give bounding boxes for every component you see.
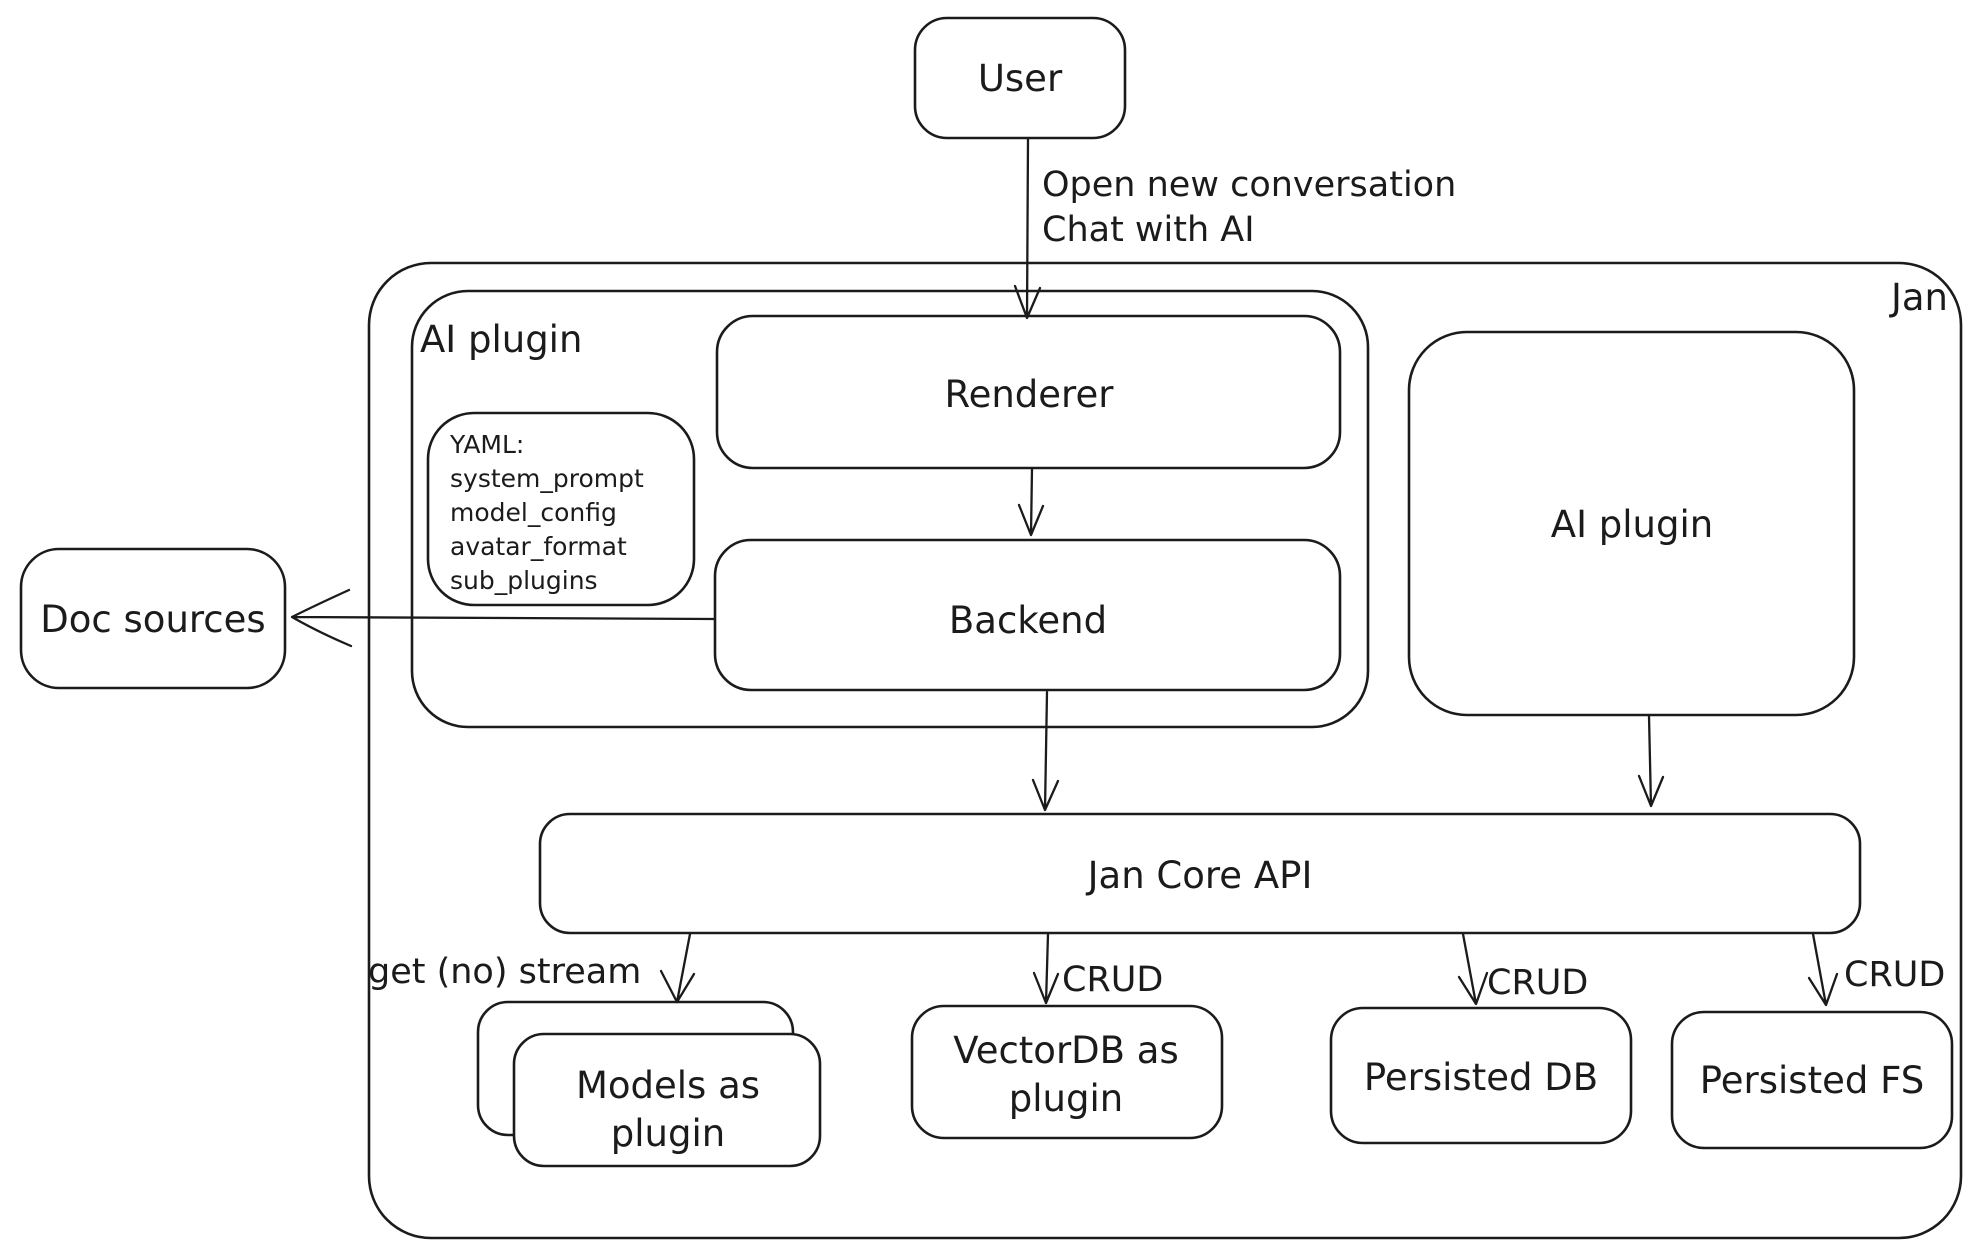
node-user: User [913, 16, 1127, 140]
node-vectordb-plugin: VectorDB as plugin [910, 1004, 1224, 1140]
edge-label-crud-vectordb: CRUD [1062, 960, 1163, 1000]
node-jan-core-api: Jan Core API [538, 812, 1862, 935]
jan-core-api-box [538, 812, 1862, 935]
models-plugin-box [512, 1032, 822, 1168]
node-persisted-db: Persisted DB [1329, 1006, 1633, 1145]
ai-plugin-right-box [1407, 330, 1856, 717]
node-persisted-fs: Persisted FS [1670, 1010, 1954, 1150]
arrow-core-api-to-persisted-db [1457, 932, 1489, 1006]
persisted-db-box [1329, 1006, 1633, 1145]
persisted-fs-label: Persisted FS [1700, 1059, 1924, 1102]
models-plugin-label: Models as [576, 1064, 760, 1107]
yaml-note-line: model_config [450, 498, 617, 527]
persisted-fs-box [1670, 1010, 1954, 1150]
node-doc-sources: Doc sources [19, 547, 287, 690]
yaml-note-line: sub_plugins [450, 566, 598, 595]
vectordb-plugin-label: VectorDB as [953, 1029, 1179, 1072]
arrow-backend-to-core-api [1031, 690, 1060, 812]
edge-label-chat-with-ai: Chat with AI [1042, 210, 1255, 250]
vectordb-plugin-box [910, 1004, 1224, 1140]
node-yaml-note: YAML: system_prompt model_config avatar_… [426, 411, 696, 607]
edge-label-open-conversation: Open new conversation [1042, 165, 1456, 205]
edges [290, 136, 1839, 1007]
node-ai-plugin-right: AI plugin [1407, 330, 1856, 717]
jan-container-label: Jan [1889, 276, 1948, 319]
arrow-ai-plugin-to-core-api [1637, 714, 1665, 808]
arrow-core-api-to-persisted-fs [1807, 932, 1839, 1007]
yaml-note-line: avatar_format [450, 532, 627, 561]
arrow-core-api-to-models [659, 932, 696, 1004]
yaml-note-line: YAML: [449, 430, 524, 459]
doc-sources-box [19, 547, 287, 690]
node-backend: Backend [713, 538, 1342, 692]
edge-label-crud-persisted-fs: CRUD [1844, 955, 1945, 995]
persisted-db-label: Persisted DB [1364, 1056, 1598, 1099]
edge-labels: Open new conversation Chat with AI get (… [368, 165, 1945, 1003]
ai-plugin-group-label: AI plugin [420, 318, 582, 361]
models-plugin-label: plugin [611, 1112, 725, 1155]
node-models-plugin: Models as plugin [476, 1000, 822, 1168]
renderer-label: Renderer [945, 373, 1115, 416]
doc-sources-label: Doc sources [40, 598, 265, 641]
backend-box [713, 538, 1342, 692]
user-label: User [978, 57, 1063, 100]
node-renderer: Renderer [715, 314, 1342, 470]
yaml-note-box [426, 411, 696, 607]
yaml-note-line: system_prompt [450, 464, 644, 493]
edge-label-crud-persisted-db: CRUD [1487, 963, 1588, 1003]
backend-label: Backend [949, 599, 1107, 642]
edge-label-get-no-stream: get (no) stream [368, 952, 641, 992]
arrow-renderer-to-backend [1017, 466, 1045, 537]
ai-plugin-right-label: AI plugin [1551, 503, 1713, 546]
arrow-core-api-to-vectordb [1032, 932, 1060, 1005]
vectordb-plugin-label: plugin [1009, 1077, 1123, 1120]
arrow-user-to-renderer [1013, 136, 1042, 320]
jan-core-api-label: Jan Core API [1086, 854, 1313, 897]
arrow-backend-to-doc-sources [290, 588, 717, 648]
user-box [913, 16, 1127, 140]
